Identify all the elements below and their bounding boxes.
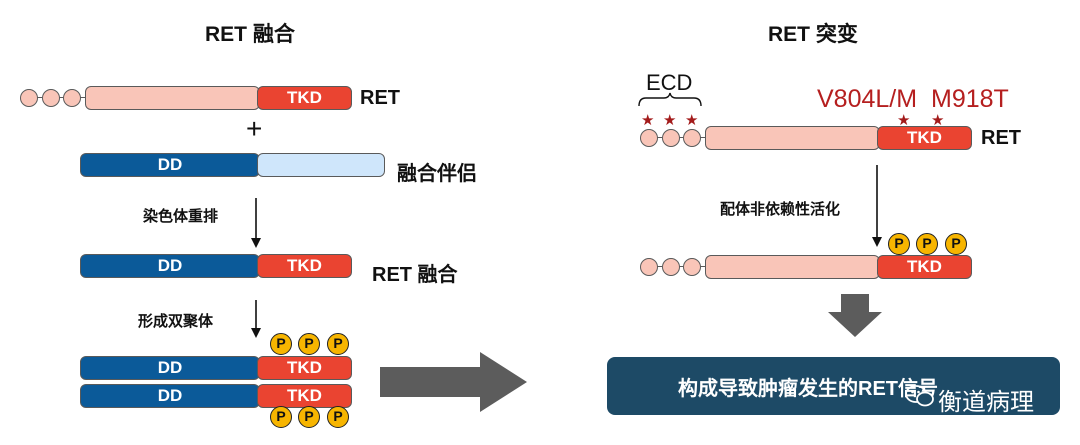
ecd-bracket bbox=[638, 92, 702, 107]
plus-sign: + bbox=[246, 113, 263, 144]
ret-extracellular-bar bbox=[705, 255, 880, 279]
ret-domain-circle bbox=[662, 258, 680, 276]
star-icon: ★ bbox=[663, 112, 677, 129]
phospho-icon: P bbox=[888, 233, 910, 255]
fusion-tkd-bar: TKD bbox=[257, 254, 352, 278]
mutation-m918t: M918T bbox=[931, 85, 1009, 113]
dd-bar: DD bbox=[80, 356, 260, 380]
ret-domain-circle bbox=[683, 258, 701, 276]
ret-label: RET bbox=[360, 87, 400, 109]
result-text: 构成导致肿瘤发生的RET信号 bbox=[678, 378, 938, 400]
phospho-icon: P bbox=[270, 333, 292, 355]
ret-domain-circle bbox=[640, 129, 658, 147]
ret-domain-circle bbox=[640, 258, 658, 276]
ret-extracellular-bar bbox=[705, 126, 880, 150]
partner-label: 融合伴侣 bbox=[397, 163, 477, 185]
watermark-text: 衡道病理 bbox=[938, 389, 1034, 416]
right-title: RET 突变 bbox=[768, 23, 858, 46]
dimer-tkd-bar: TKD bbox=[257, 356, 352, 380]
big-arrow-down-icon bbox=[828, 294, 882, 337]
ret-domain-circle bbox=[683, 129, 701, 147]
phospho-icon: P bbox=[916, 233, 938, 255]
star-icon: ★ bbox=[641, 112, 655, 129]
phospho-icon: P bbox=[298, 333, 320, 355]
ret-domain-circle bbox=[63, 89, 81, 107]
mutant-tkd-bar: TKD bbox=[877, 126, 972, 150]
phospho-icon: P bbox=[945, 233, 967, 255]
arrow-down-icon bbox=[251, 198, 261, 248]
ret-domain-circle bbox=[42, 89, 60, 107]
wechat-logo-icon bbox=[905, 385, 934, 407]
dd-bar: DD bbox=[80, 384, 260, 408]
ret-domain-circle bbox=[20, 89, 38, 107]
step-dimerization: 形成双聚体 bbox=[138, 313, 214, 330]
star-icon: ★ bbox=[685, 112, 699, 129]
phospho-icon: P bbox=[270, 406, 292, 428]
step-chromosome-rearrangement: 染色体重排 bbox=[143, 208, 219, 225]
ecd-label: ECD bbox=[646, 70, 693, 95]
star-icon: ★ bbox=[931, 112, 945, 129]
phospho-icon: P bbox=[298, 406, 320, 428]
result-box bbox=[607, 357, 1060, 415]
left-title: RET 融合 bbox=[205, 23, 295, 46]
big-arrow-right-icon bbox=[380, 352, 527, 412]
arrow-down-icon bbox=[251, 300, 261, 338]
phospho-icon: P bbox=[327, 333, 349, 355]
fusion-label: RET 融合 bbox=[372, 264, 458, 286]
dimer-tkd-bar: TKD bbox=[257, 384, 352, 408]
mutation-v804: V804L/M bbox=[817, 85, 918, 113]
phospho-icon: P bbox=[327, 406, 349, 428]
arrow-down-icon bbox=[872, 165, 882, 247]
step-ligand-independent-activation: 配体非依赖性活化 bbox=[720, 201, 841, 218]
dd-bar: DD bbox=[80, 153, 260, 177]
star-icon: ★ bbox=[897, 112, 911, 129]
ret-extracellular-bar bbox=[85, 86, 260, 110]
right-ret-label: RET bbox=[981, 127, 1021, 149]
partner-bar bbox=[257, 153, 385, 177]
activated-tkd-bar: TKD bbox=[877, 255, 972, 279]
dd-bar: DD bbox=[80, 254, 260, 278]
ret-tkd-bar: TKD bbox=[257, 86, 352, 110]
ret-domain-circle bbox=[662, 129, 680, 147]
